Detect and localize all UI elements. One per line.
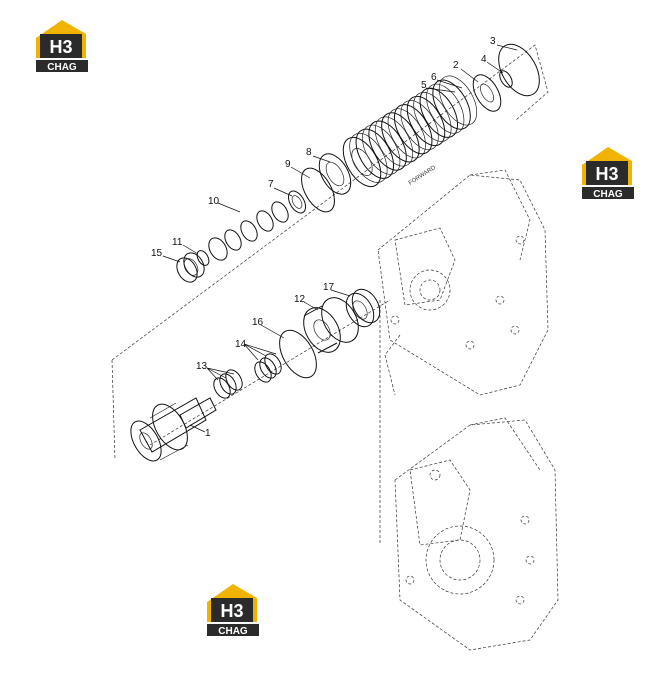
washer-7: [287, 190, 307, 214]
callout-12: 12: [294, 294, 306, 305]
transmission-housing-upper: [377, 169, 549, 396]
logo-mark: H3: [595, 164, 618, 184]
callout-9: 9: [285, 159, 291, 170]
clutch-disc: [438, 75, 478, 126]
ring-11: [196, 250, 210, 266]
clutch-disc: [387, 108, 426, 159]
callout-5: 5: [421, 80, 427, 91]
assembly-axis-line: [149, 299, 391, 446]
bearing-set-10: [208, 201, 289, 261]
callout-15: 15: [151, 248, 163, 259]
logo-panel: [211, 598, 253, 622]
snap-ring-3: [498, 43, 540, 97]
logo-word: CHAG: [47, 62, 77, 73]
logo-word-band: [582, 187, 634, 199]
logo-mark: H3: [49, 37, 72, 57]
callout-10: 10: [208, 196, 220, 207]
callout-4: 4: [481, 54, 487, 65]
callout-17: 17: [323, 282, 335, 293]
gear-shaft-1: [130, 397, 217, 462]
bearing-17: [345, 288, 381, 328]
clutch-disc: [413, 91, 452, 142]
leader-lines: [162, 44, 518, 433]
logo-panel: [40, 34, 82, 58]
bearing-15: [176, 252, 205, 283]
transmission-housing-lower: [394, 417, 559, 651]
clutch-disc: [432, 79, 471, 130]
clutch-disc: [374, 116, 414, 167]
logo-panel: [586, 161, 628, 185]
logo-word: CHAG: [593, 189, 623, 200]
hub-12: [303, 297, 359, 354]
forward-embossed-label: FORWARD: [408, 165, 438, 187]
callout-labels: 3 2 4 5 6 8 9 7 10 11 15 12 17 16 14 13 …: [151, 36, 496, 439]
callout-3: 3: [490, 36, 496, 47]
callout-7: 7: [268, 179, 274, 190]
logo-word: CHAG: [218, 626, 248, 637]
clutch-disc-pack: FORWARD: [342, 75, 478, 188]
callout-14: 14: [235, 339, 247, 350]
logo-mark: H3: [220, 601, 243, 621]
logo-word-band: [36, 60, 88, 72]
plate-8: [318, 153, 352, 195]
spring-set-14: [254, 353, 282, 383]
clutch-disc: [349, 132, 388, 183]
spring-set-13: [213, 369, 243, 399]
snap-ring-16: [279, 329, 317, 379]
callout-1: 1: [205, 428, 211, 439]
callout-2: 2: [453, 60, 459, 71]
logo-word-band: [207, 624, 259, 636]
assembly-outline: [111, 44, 549, 545]
callout-11: 11: [172, 237, 183, 248]
clutch-disc-bore: [351, 148, 373, 176]
clutch-disc: [400, 100, 439, 151]
clutch-disc: [419, 87, 459, 138]
callout-6: 6: [431, 72, 437, 83]
callout-16: 16: [252, 317, 264, 328]
callout-13: 13: [196, 361, 208, 372]
snap-ring-9: [301, 167, 335, 213]
piston-ring-2: [472, 74, 502, 112]
clutch-disc: [426, 83, 465, 134]
callout-8: 8: [306, 147, 312, 158]
seal-ring-4: [499, 70, 513, 88]
